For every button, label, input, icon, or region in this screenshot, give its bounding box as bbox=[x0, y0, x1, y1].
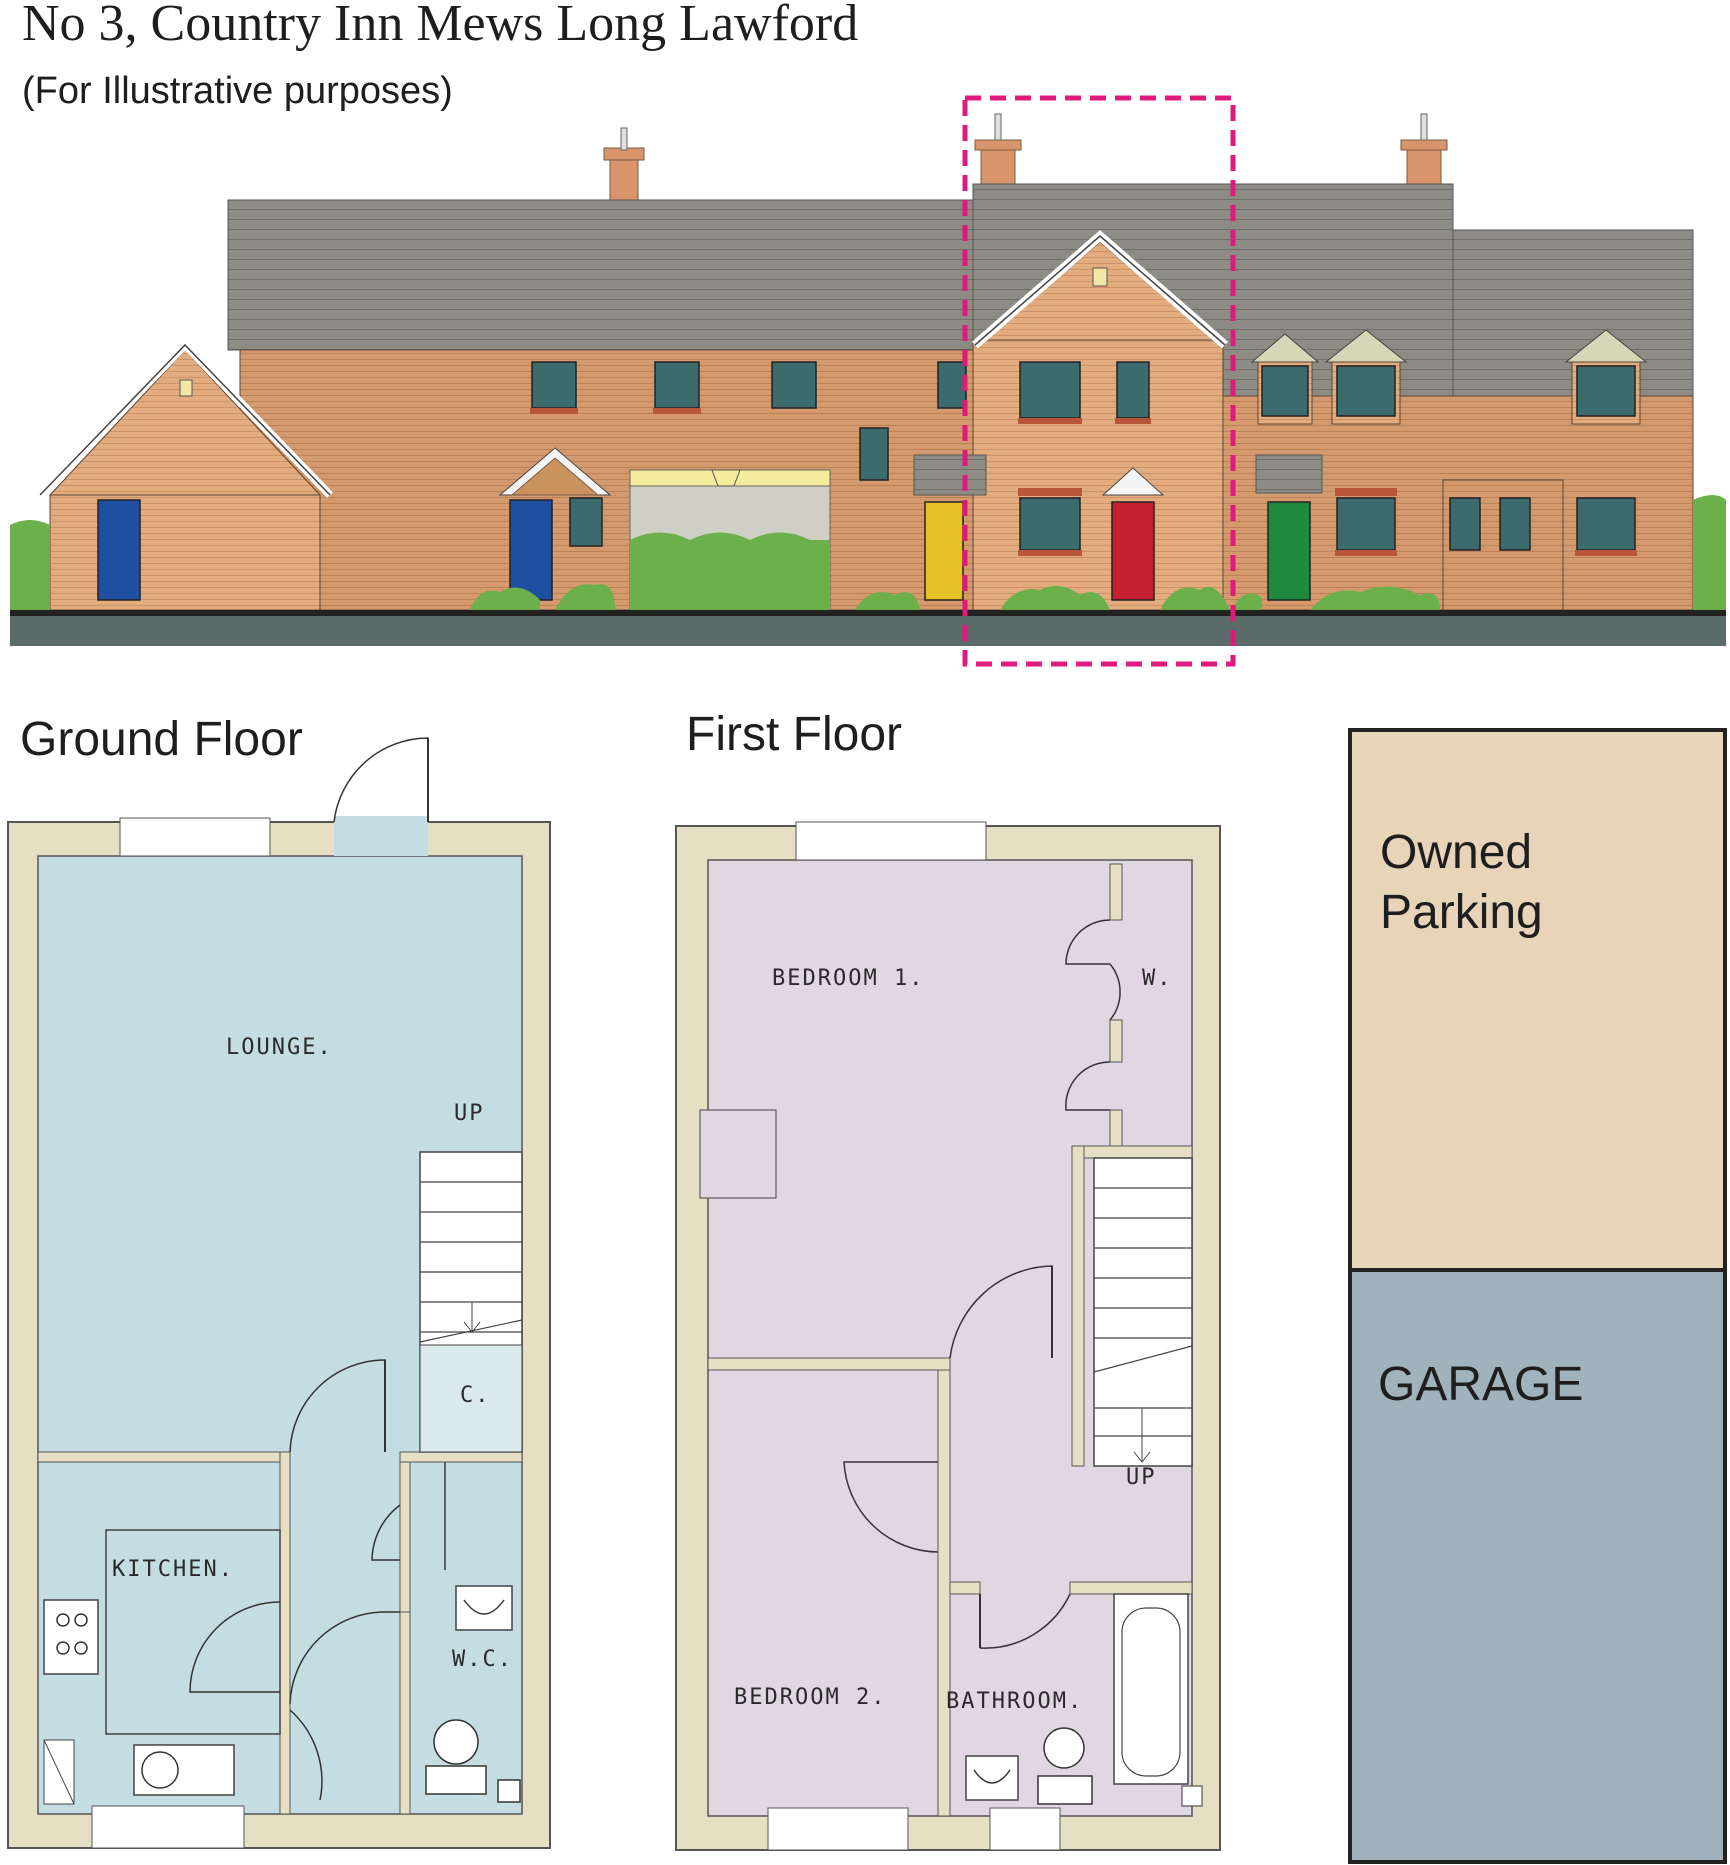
window bbox=[1019, 497, 1081, 551]
garage-label: GARAGE bbox=[1378, 1358, 1583, 1411]
wall bbox=[239, 349, 974, 611]
porch bbox=[1101, 467, 1165, 496]
window bbox=[1576, 365, 1636, 417]
page-title: No 3, Country Inn Mews Long Lawford bbox=[22, 0, 859, 52]
window bbox=[1336, 497, 1396, 551]
door bbox=[509, 499, 553, 601]
roof bbox=[227, 199, 974, 351]
stair-up-label: UP bbox=[1126, 1465, 1157, 1490]
window bbox=[654, 361, 700, 409]
site-plan: Owned Parking GARAGE bbox=[1348, 728, 1727, 1864]
first-floor-heading: First Floor bbox=[686, 708, 902, 761]
page-subtitle: (For Illustrative purposes) bbox=[22, 70, 453, 112]
front-elevation bbox=[10, 95, 1726, 667]
parking-label-line1: Owned bbox=[1380, 826, 1532, 879]
room-label-bathroom: BATHROOM. bbox=[946, 1689, 1083, 1714]
stair-up-label: UP bbox=[454, 1101, 485, 1126]
window bbox=[1116, 361, 1150, 419]
door bbox=[1267, 501, 1311, 601]
ground-floor-heading: Ground Floor bbox=[20, 713, 303, 766]
door bbox=[97, 499, 141, 601]
room-label-wc: W.C. bbox=[452, 1647, 513, 1672]
room-label-cupboard: C. bbox=[460, 1383, 491, 1408]
window bbox=[1336, 365, 1396, 417]
room-label-lounge: LOUNGE. bbox=[226, 1035, 333, 1060]
window bbox=[569, 497, 603, 547]
first-floor-plan: BEDROOM 1. W. UP BEDROOM 2. BATHROOM. bbox=[675, 821, 1221, 1851]
room-label-wardrobe: W. bbox=[1142, 966, 1173, 991]
ground-floor-plan: LOUNGE. UP C. KITCHEN. W.C. bbox=[7, 737, 551, 1849]
window bbox=[859, 427, 889, 481]
wall bbox=[972, 339, 1224, 611]
window bbox=[531, 361, 577, 409]
door bbox=[1111, 501, 1155, 601]
window bbox=[1499, 497, 1531, 551]
room-label-bedroom2: BEDROOM 2. bbox=[734, 1685, 886, 1710]
chimney bbox=[1400, 113, 1448, 185]
window bbox=[1449, 497, 1481, 551]
window bbox=[1576, 497, 1636, 551]
owned-parking-area bbox=[1348, 728, 1727, 1272]
parking-label-line2: Parking bbox=[1380, 886, 1543, 939]
porch bbox=[1255, 454, 1323, 494]
window bbox=[1019, 361, 1081, 419]
window bbox=[937, 361, 967, 409]
porch bbox=[913, 454, 987, 496]
door bbox=[924, 501, 964, 601]
garage-area bbox=[1348, 1268, 1727, 1864]
window bbox=[771, 361, 817, 409]
porch bbox=[498, 447, 612, 496]
highlight-box bbox=[962, 95, 1236, 667]
window bbox=[1261, 365, 1309, 417]
chimney bbox=[974, 113, 1022, 185]
room-label-kitchen: KITCHEN. bbox=[112, 1557, 234, 1582]
room-label-bedroom1: BEDROOM 1. bbox=[772, 966, 924, 991]
